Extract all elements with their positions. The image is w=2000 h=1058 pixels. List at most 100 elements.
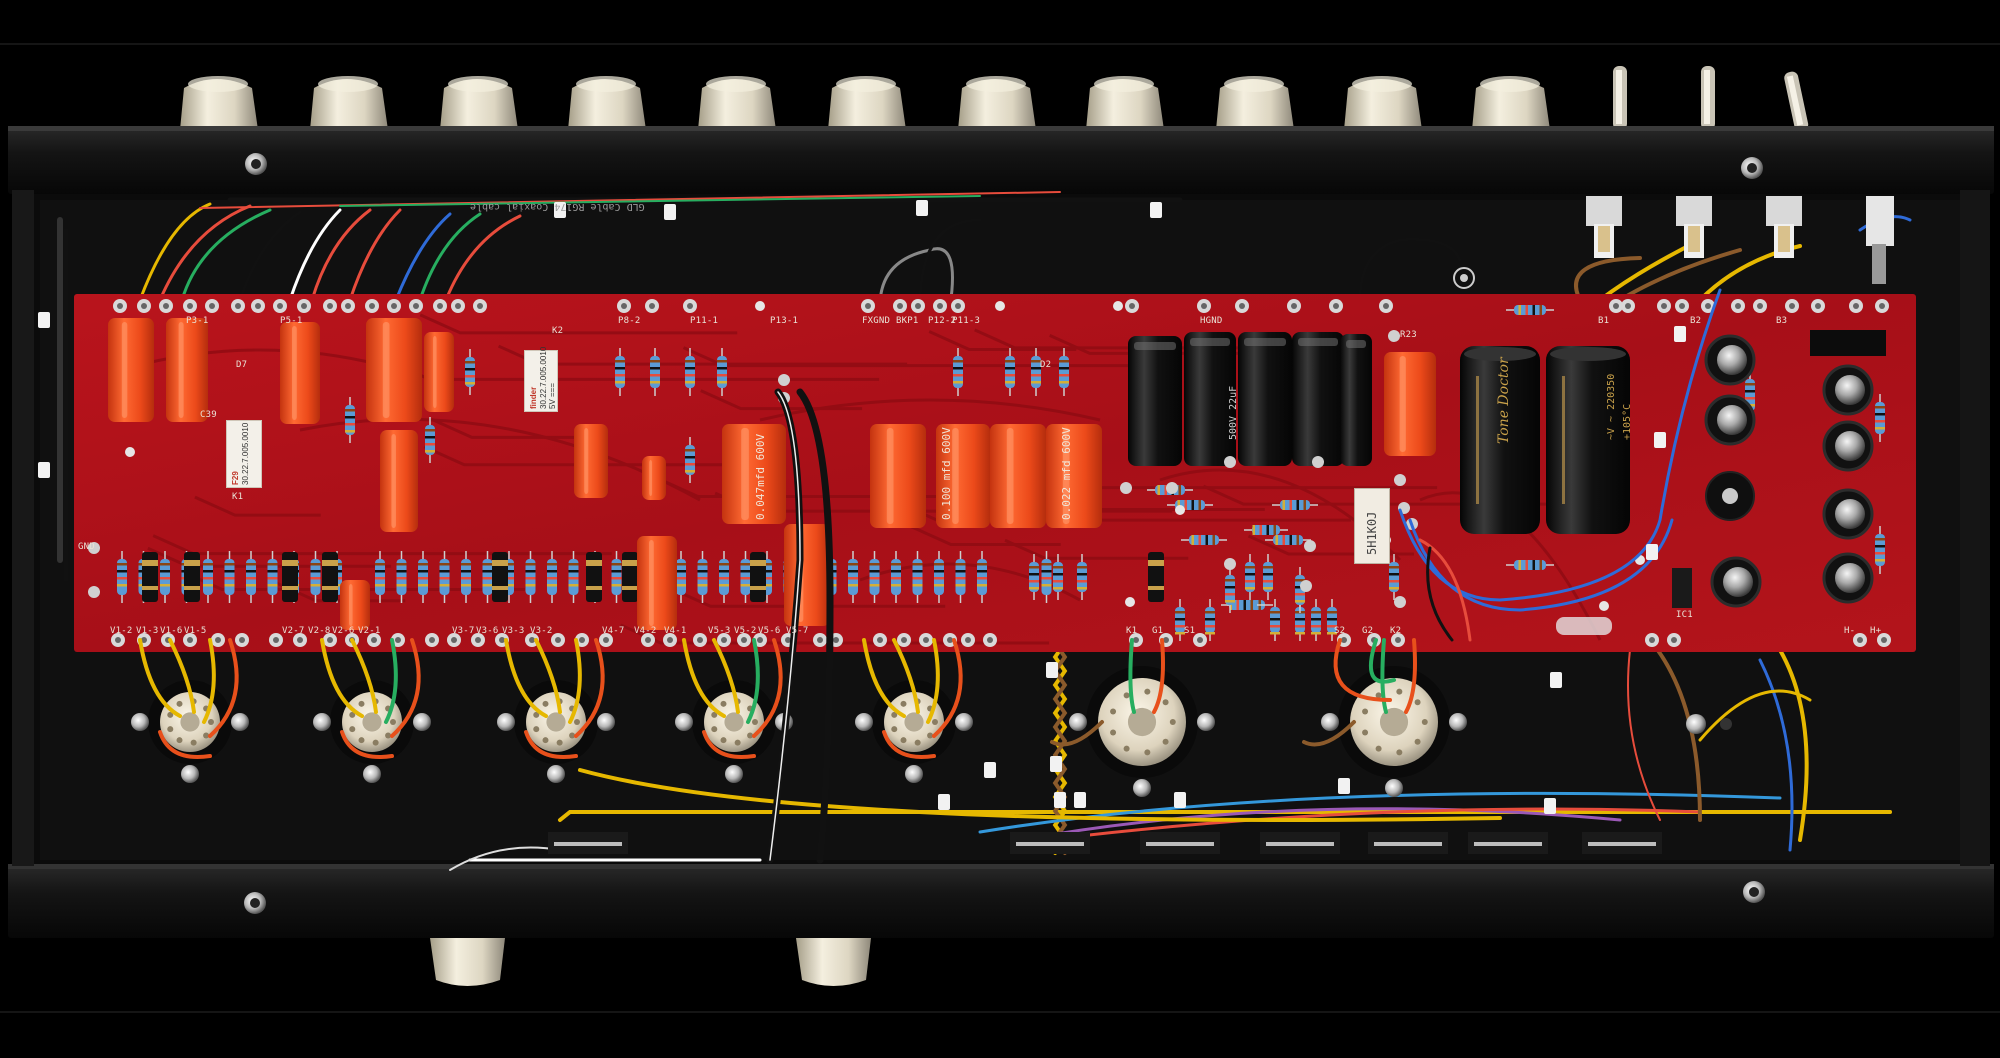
coupling-capacitor [990,424,1046,528]
pad-label: P8-2 [618,316,640,326]
knob [828,76,906,130]
pad [1166,482,1178,494]
pad-label: V2-1 [358,626,380,636]
pad-label: P13-1 [770,316,798,326]
mount-hole [1599,601,1609,611]
reservoir-capacitor [1546,346,1630,534]
pad-label: S2 [1334,626,1345,636]
coupling-capacitor [280,322,320,424]
pad-label: H- [1844,626,1855,636]
film-capacitor [586,552,602,602]
pad-label: V5-2 [734,626,756,636]
pad-label: V3-3 [502,626,524,636]
mount-hole [755,301,765,311]
coupling-capacitor [574,424,608,498]
pad-label: V3-6 [476,626,498,636]
zip-tie [938,794,950,810]
relay-k1-code: K1 [232,492,243,502]
cable-clip [1582,832,1662,854]
pad-label: HGND [1200,316,1222,326]
pad-label: V3-2 [530,626,552,636]
pad-label: K2 [1390,626,1401,636]
test-point-label: C39 [200,410,217,420]
electrolytic-capacitor [1824,422,1872,470]
test-point-label: D2 [1040,360,1051,370]
pad-label: V5-7 [786,626,808,636]
zip-tie [1150,202,1162,218]
pad-label: G1 [1152,626,1163,636]
cable-print: GLD Cable RG174 Coaxial cable [470,201,645,212]
fuse [1556,617,1612,635]
pad [88,586,100,598]
filter-capacitor [1238,332,1292,466]
relay-brand-label: finder [529,387,538,409]
film-capacitor [282,552,298,602]
film-capacitor [750,552,766,602]
rectifier-part-label: 5H1K0J [1365,512,1379,555]
zip-tie [1674,326,1686,342]
cable-clip [1260,832,1340,854]
pad-label: V1-6 [160,626,182,636]
filter-capacitor [1292,332,1344,466]
bottom-rail [8,864,1994,938]
pad-label: V4-7 [602,626,624,636]
pad-label: V2-6 [332,626,354,636]
film-capacitor [142,552,158,602]
zip-tie [1174,792,1186,808]
pad-label: P5-1 [280,316,302,326]
pad-label: V3-7 [452,626,474,636]
zip-tie [1646,544,1658,560]
coupling-capacitor [424,332,454,412]
filter-capacitor [1128,336,1182,466]
mount-hole [1113,301,1123,311]
filter-cap-label: 500V 22uF [1228,386,1239,440]
coupling-capacitor [642,456,666,500]
relay-k1: F29 30.22.7.005.0010 [226,420,262,488]
zip-tie [38,462,50,478]
pad [778,374,790,386]
zip-tie [1654,432,1666,448]
pad-label: V5-3 [708,626,730,636]
screw [1686,714,1706,734]
filter-cap-label: ~V ~ 220350 [1606,374,1617,440]
pad-label: V1-5 [184,626,206,636]
pad-label: B3 [1776,316,1787,326]
coupling-capacitor [380,430,418,532]
electrolytic-capacitor [1824,554,1872,602]
pad [1312,456,1324,468]
zip-tie [1550,672,1562,688]
relay-rating-label: 5V === [548,383,557,409]
coupling-capacitor [108,318,154,422]
electrolytic-capacitor [1824,366,1872,414]
electrolytic-capacitor [1706,396,1754,444]
mount-hole [1175,505,1185,515]
pad-label: P3-1 [186,316,208,326]
pad-label: FXGND [862,316,890,326]
relay-k2-code: K2 [552,326,563,336]
coupling-capacitor [340,580,370,630]
film-capacitor [184,552,200,602]
pad-label: V1-3 [136,626,158,636]
knob [698,76,776,130]
zip-tie [664,204,676,220]
zip-tie [1338,778,1350,794]
pad-label: B2 [1690,316,1701,326]
cable-clip [1140,832,1220,854]
pad [1394,596,1406,608]
pad-label: G2 [1362,626,1373,636]
zip-tie [1046,662,1058,678]
electrolytic-capacitor [1712,558,1760,606]
knob [1472,76,1550,130]
pad-label: P11-3 [952,316,980,326]
film-capacitor [622,552,638,602]
coupling-capacitor [366,318,422,422]
zip-tie [916,200,928,216]
ic [1672,568,1692,608]
coupling-capacitor [784,524,830,626]
zip-tie [1050,756,1062,772]
film-capacitor [1148,552,1164,602]
filter-capacitor [1340,334,1372,466]
pad-label: P11-1 [690,316,718,326]
pad-label: S1 [1184,626,1195,636]
